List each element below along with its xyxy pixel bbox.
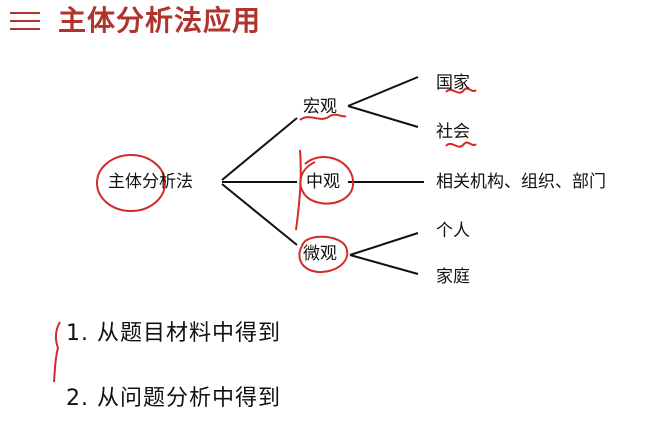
annotation-circle-root: [96, 154, 166, 212]
connector-root-micro: [221, 183, 298, 246]
annotation-vertical-stroke: [295, 149, 302, 231]
leaf-family: 家庭: [436, 267, 470, 287]
connector-micro-family: [349, 254, 419, 275]
annotation-underline-macro: [299, 113, 347, 121]
annotation-squiggle-country: [445, 87, 477, 94]
root-node: 主体分析法: [108, 172, 193, 192]
level-meso: 中观: [306, 172, 340, 192]
page-title: 主体分析法应用: [58, 4, 262, 37]
connector-micro-person: [349, 232, 419, 256]
list-item-1: 1. 从题目材料中得到: [66, 321, 281, 346]
level-micro: 微观: [303, 244, 337, 264]
leaf-country: 国家: [436, 73, 470, 93]
leaf-person: 个人: [436, 221, 470, 241]
leaf-organizations: 相关机构、组织、部门: [436, 172, 606, 192]
hamburger-menu-icon[interactable]: [10, 10, 40, 32]
connector-macro-country: [347, 76, 419, 107]
annotation-bracket-list: [53, 321, 61, 383]
leaf-society: 社会: [436, 122, 470, 142]
connector-root-macro: [221, 117, 298, 181]
list-item-2: 2. 从问题分析中得到: [66, 386, 281, 411]
connector-macro-society: [347, 105, 419, 128]
annotation-circle-micro: [298, 235, 349, 274]
level-macro: 宏观: [303, 97, 337, 117]
annotation-squiggle-society: [445, 141, 477, 148]
